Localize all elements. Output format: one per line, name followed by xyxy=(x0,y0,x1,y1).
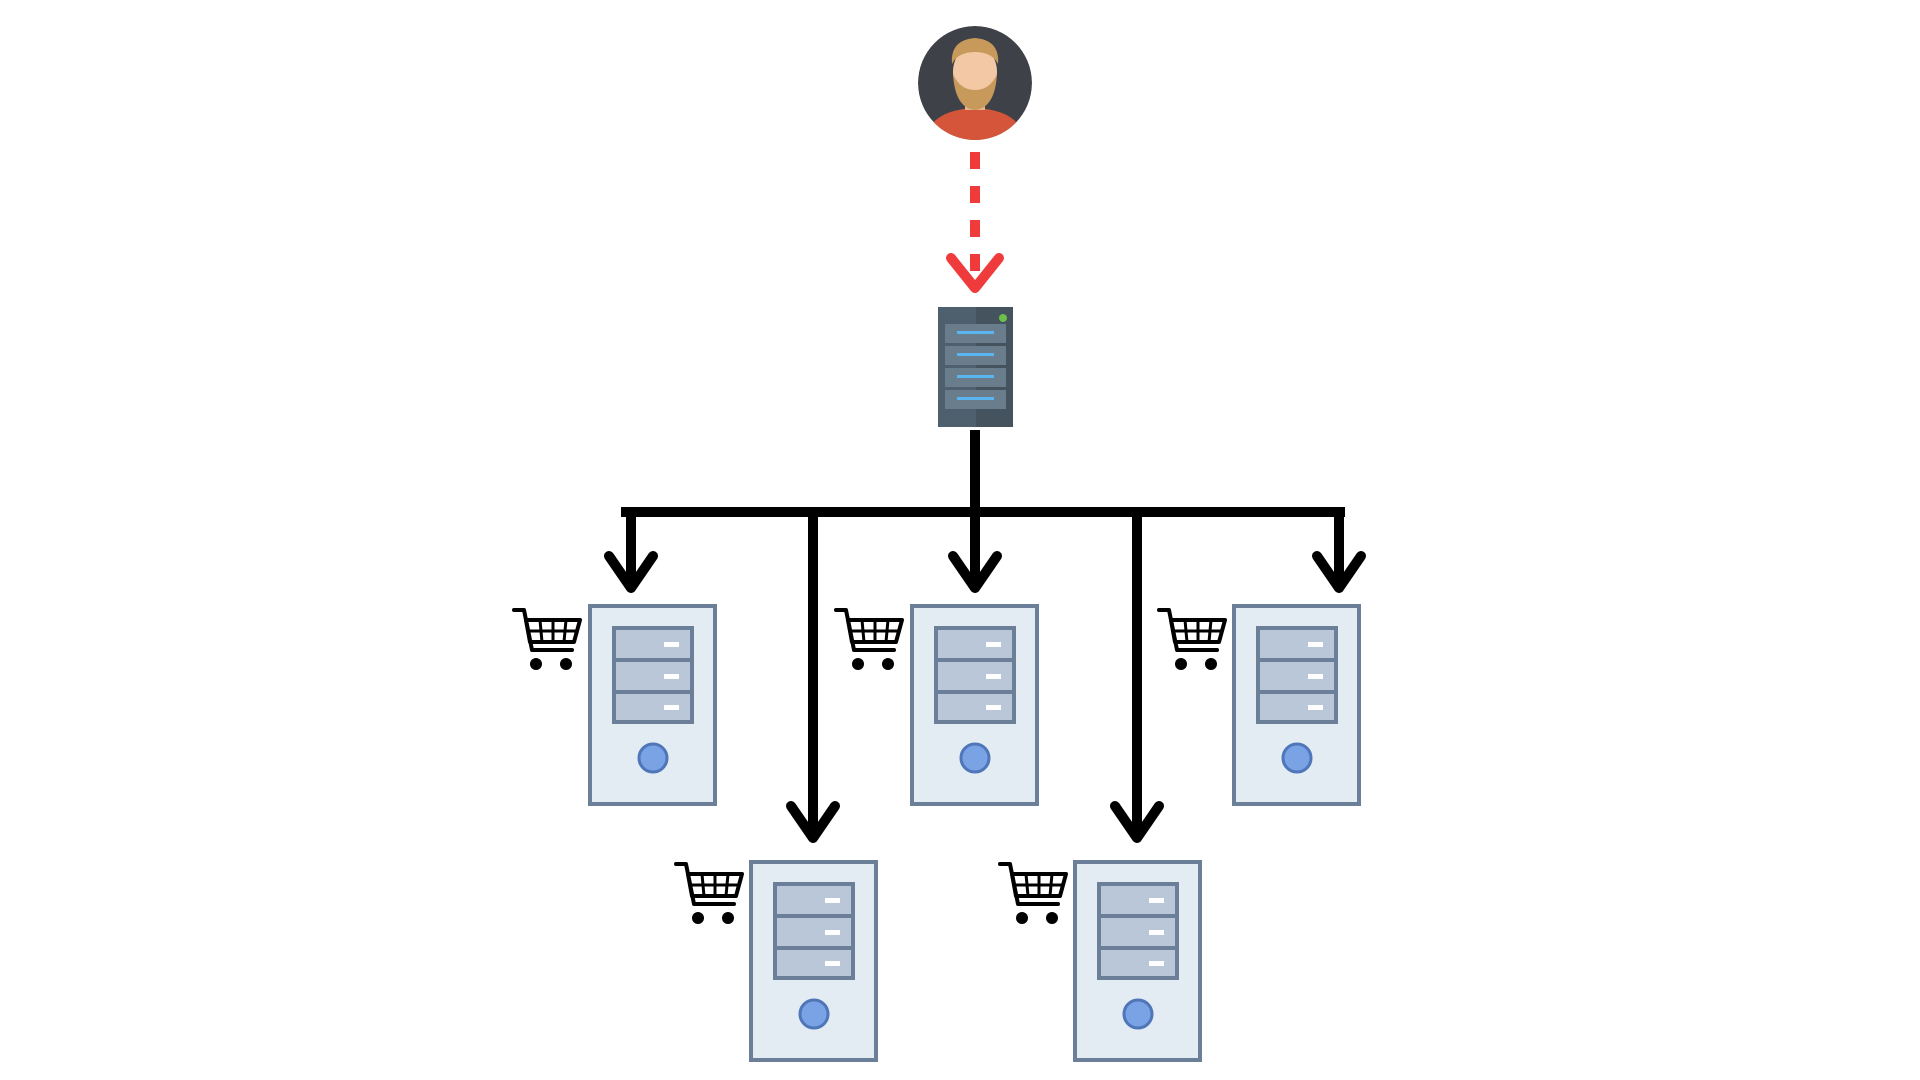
user-avatar-icon xyxy=(918,26,1032,140)
avatar-hair xyxy=(951,38,999,64)
server-node-3 xyxy=(834,604,1039,806)
shopping-cart-icon xyxy=(998,862,1068,926)
rack-server-light xyxy=(957,331,994,334)
request-arrow-head xyxy=(946,253,1004,293)
rack-server-icon xyxy=(938,307,1013,427)
shopping-cart-icon xyxy=(512,608,582,672)
tower-server-icon xyxy=(588,604,717,806)
arrow-head-5 xyxy=(1312,551,1366,593)
server-node-5 xyxy=(1157,604,1361,806)
server-node-2 xyxy=(674,860,878,1062)
avatar-beard xyxy=(953,74,997,110)
tower-server-icon xyxy=(1073,860,1202,1062)
rack-server-light xyxy=(957,375,994,378)
request-arrow xyxy=(946,152,1004,293)
avatar-face xyxy=(953,45,997,99)
rack-server-light xyxy=(957,397,994,400)
arrow-head-4 xyxy=(1110,801,1164,843)
tower-server-icon xyxy=(1232,604,1361,806)
arrow-head-1 xyxy=(604,551,658,593)
shopping-cart-icon xyxy=(1157,608,1227,672)
avatar-shirt xyxy=(925,108,1025,140)
arrow-head-3 xyxy=(948,551,1002,593)
arrow-head-2 xyxy=(786,801,840,843)
tower-server-icon xyxy=(910,604,1039,806)
server-node-1 xyxy=(512,604,717,806)
status-led-icon xyxy=(999,314,1007,322)
rack-server-light xyxy=(957,353,994,356)
connector-tree xyxy=(604,430,1366,843)
server-node-4 xyxy=(998,860,1202,1062)
tower-server-icon xyxy=(749,860,878,1062)
shopping-cart-icon xyxy=(834,608,904,672)
shopping-cart-icon xyxy=(674,862,744,926)
